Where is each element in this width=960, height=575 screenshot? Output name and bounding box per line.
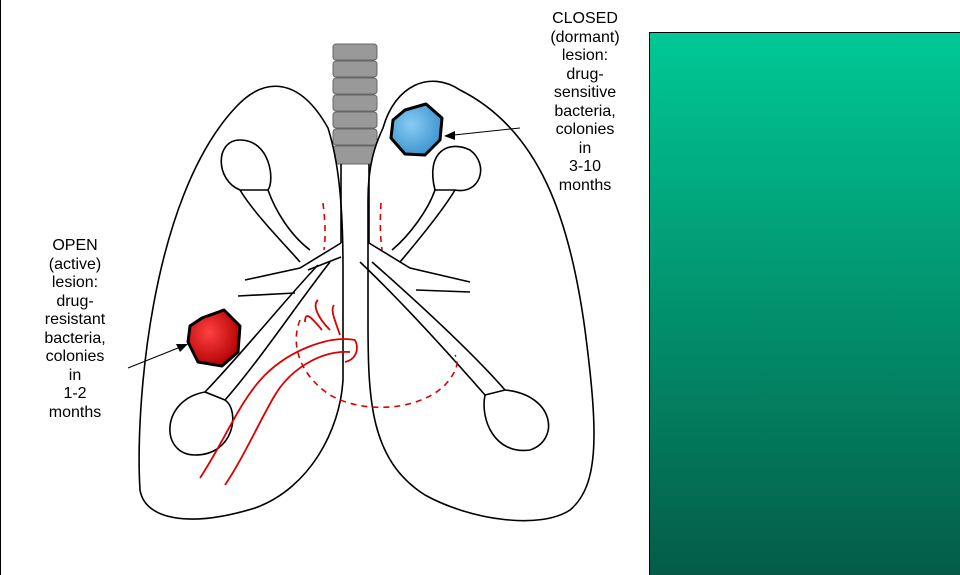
label-line: lesion: [20, 274, 130, 293]
green-gradient-panel [649, 32, 960, 575]
trachea [333, 44, 377, 164]
label-line: in [520, 140, 650, 159]
label-line: colonies [20, 348, 130, 367]
label-line: OPEN [20, 237, 130, 256]
label-line: sensitive [520, 84, 650, 103]
label-line: resistant [20, 311, 130, 330]
label-line: months [20, 404, 130, 423]
label-line: (dormant) [520, 29, 650, 48]
label-line: (active) [20, 256, 130, 275]
label-line: bacteria, [20, 330, 130, 349]
label-line: lesion: [520, 47, 650, 66]
label-line: drug- [20, 293, 130, 312]
label-line: bacteria, [520, 103, 650, 122]
label-line: 3-10 [520, 158, 650, 177]
label-line: CLOSED [520, 10, 650, 29]
label-line: colonies [520, 121, 650, 140]
label-line: months [520, 177, 650, 196]
label-line: 1-2 [20, 385, 130, 404]
label-line: in [20, 367, 130, 386]
label-line: drug- [520, 66, 650, 85]
